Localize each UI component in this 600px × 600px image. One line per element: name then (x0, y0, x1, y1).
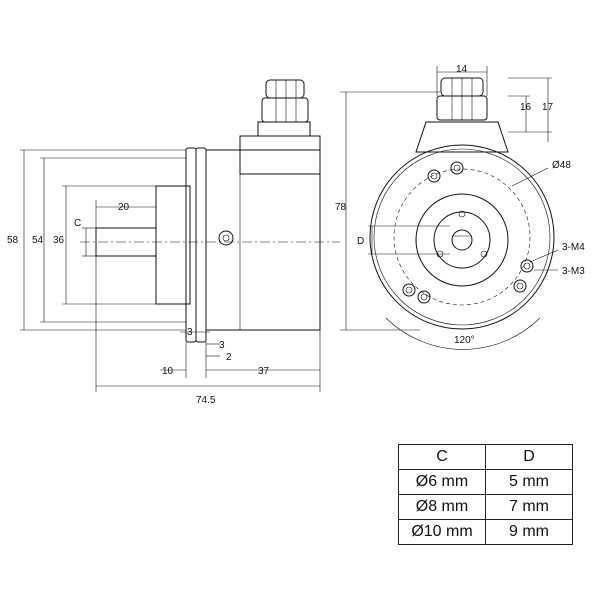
ground-screw (218, 230, 234, 246)
dim-16: 16 (520, 102, 532, 113)
label-3-m3: 3-M3 (562, 266, 585, 277)
dim-74-5: 74.5 (196, 395, 216, 406)
mount-hole (427, 169, 441, 183)
technical-drawing: 58 54 36 C 20 3 3 2 10 37 74.5 (7, 64, 585, 406)
mount-hole (417, 290, 431, 304)
dim-3a: 3 (187, 327, 193, 338)
cell-d: 9 mm (485, 519, 573, 545)
bolt-circle (393, 168, 531, 306)
cell-c: Ø10 mm (398, 519, 486, 545)
angle-arc (385, 317, 541, 350)
connector-block (239, 135, 321, 175)
front-connector (415, 77, 509, 153)
dim-36: 36 (53, 235, 65, 246)
housing (205, 149, 321, 331)
shaft-spec-table: C D Ø6 mm 5 mm Ø8 mm 7 mm Ø10 mm 9 mm (398, 444, 573, 545)
dim-120-deg: 120° (454, 335, 475, 346)
flange-front (185, 147, 197, 343)
outer-flange (369, 144, 555, 330)
hub (155, 185, 191, 305)
dim-2: 2 (226, 352, 232, 363)
front-view: 14 16 17 78 Ø48 D 3-M4 3-M3 120° (335, 64, 585, 350)
dim-10: 10 (162, 366, 174, 377)
dim-d: D (357, 236, 364, 247)
inner-hub (415, 193, 509, 287)
table-header-row: C D (398, 444, 573, 470)
dim-3b: 3 (219, 340, 225, 351)
dim-14: 14 (456, 64, 468, 75)
dim-17: 17 (542, 102, 554, 113)
table-row: Ø6 mm 5 mm (398, 469, 573, 495)
cable-gland (261, 79, 309, 123)
side-view: 58 54 36 C 20 3 3 2 10 37 74.5 (7, 79, 340, 406)
cell-c: Ø6 mm (398, 469, 486, 495)
label-3-m4: 3-M4 (562, 242, 585, 253)
dim-78: 78 (335, 202, 347, 213)
table-row: Ø10 mm 9 mm (398, 519, 573, 545)
dim-37: 37 (258, 366, 270, 377)
dim-20: 20 (118, 202, 130, 213)
cell-d: 5 mm (485, 469, 573, 495)
mount-hole (402, 283, 416, 297)
dim-bolt-circle: Ø48 (552, 160, 571, 171)
col-header-c: C (398, 444, 486, 470)
shaft-bore (451, 229, 473, 251)
mount-hole (513, 279, 527, 293)
cell-c: Ø8 mm (398, 494, 486, 520)
mount-hole (450, 161, 464, 175)
dim-54: 54 (32, 235, 44, 246)
col-header-d: D (485, 444, 573, 470)
table-row: Ø8 mm 7 mm (398, 494, 573, 520)
mount-hole (520, 259, 534, 273)
cell-d: 7 mm (485, 494, 573, 520)
dim-c: C (74, 218, 81, 229)
flange-rear (195, 147, 207, 343)
dim-58: 58 (7, 235, 19, 246)
